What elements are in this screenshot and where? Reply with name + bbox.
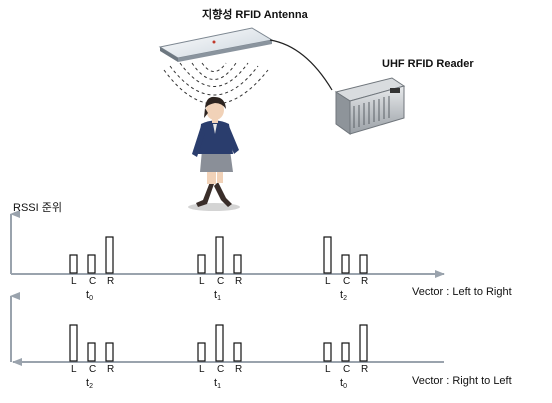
antenna-cable [269,39,333,91]
time-label: t1 [214,289,221,302]
time-symbol: t [214,377,218,389]
rssi-bar-c [87,254,96,274]
bar-label: R [361,276,369,287]
rssi-bar-c [341,342,350,362]
time-symbol: t [340,377,344,389]
bar-label: R [235,364,243,375]
time-subscript: 1 [217,383,221,390]
row2-axes [10,292,444,366]
bar-label: C [89,364,97,375]
rssi-bar-c [87,342,96,362]
time-symbol: t [214,289,218,301]
rssi-bar-l [197,342,206,362]
time-label: t0 [86,289,93,302]
time-subscript: 0 [343,383,347,390]
bar-label: L [199,276,205,287]
bar-label: L [325,276,331,287]
rssi-bar-l [69,254,78,274]
bar-label: R [361,364,369,375]
time-subscript: 2 [343,295,347,302]
rssi-bar-r [105,236,114,274]
bar-label: R [107,276,115,287]
row2-vector-label: Vector : Right to Left [412,375,512,387]
walking-person-figure [188,96,240,211]
time-symbol: t [86,289,90,301]
rssi-bar-l [197,254,206,274]
bar-label: C [217,364,225,375]
bar-label: C [89,276,97,287]
row1-axes [10,210,445,278]
yaxis-label: RSSI 준위 [13,202,62,214]
row1-vector-label: Vector : Left to Right [412,286,512,298]
bar-label: R [107,364,115,375]
reader-label: UHF RFID Reader [382,58,474,70]
rssi-bar-r [105,342,114,362]
rssi-bar-l [69,324,78,362]
radiation-pattern [163,62,269,105]
antenna-panel [158,27,274,62]
rfid-reader-device [334,77,406,135]
antenna-label: 지향성 RFID Antenna [202,9,308,21]
rssi-bar-r [359,254,368,274]
time-subscript: 0 [89,295,93,302]
time-label: t2 [340,289,347,302]
time-label: t0 [340,377,347,390]
rssi-bar-r [359,324,368,362]
rssi-bar-c [215,324,224,362]
bar-label: C [343,276,351,287]
rssi-bar-r [233,342,242,362]
rssi-bar-r [233,254,242,274]
rssi-bar-l [323,236,332,274]
bar-label: C [217,276,225,287]
bar-label: L [199,364,205,375]
bar-label: L [71,364,77,375]
time-label: t1 [214,377,221,390]
bar-label: L [71,276,77,287]
time-subscript: 2 [89,383,93,390]
rssi-bar-c [341,254,350,274]
bar-label: L [325,364,331,375]
bar-label: R [235,276,243,287]
time-subscript: 1 [217,295,221,302]
rssi-bar-c [215,236,224,274]
time-symbol: t [340,289,344,301]
time-symbol: t [86,377,90,389]
bar-label: C [343,364,351,375]
time-label: t2 [86,377,93,390]
rssi-bar-l [323,342,332,362]
bars-layer [69,236,368,362]
